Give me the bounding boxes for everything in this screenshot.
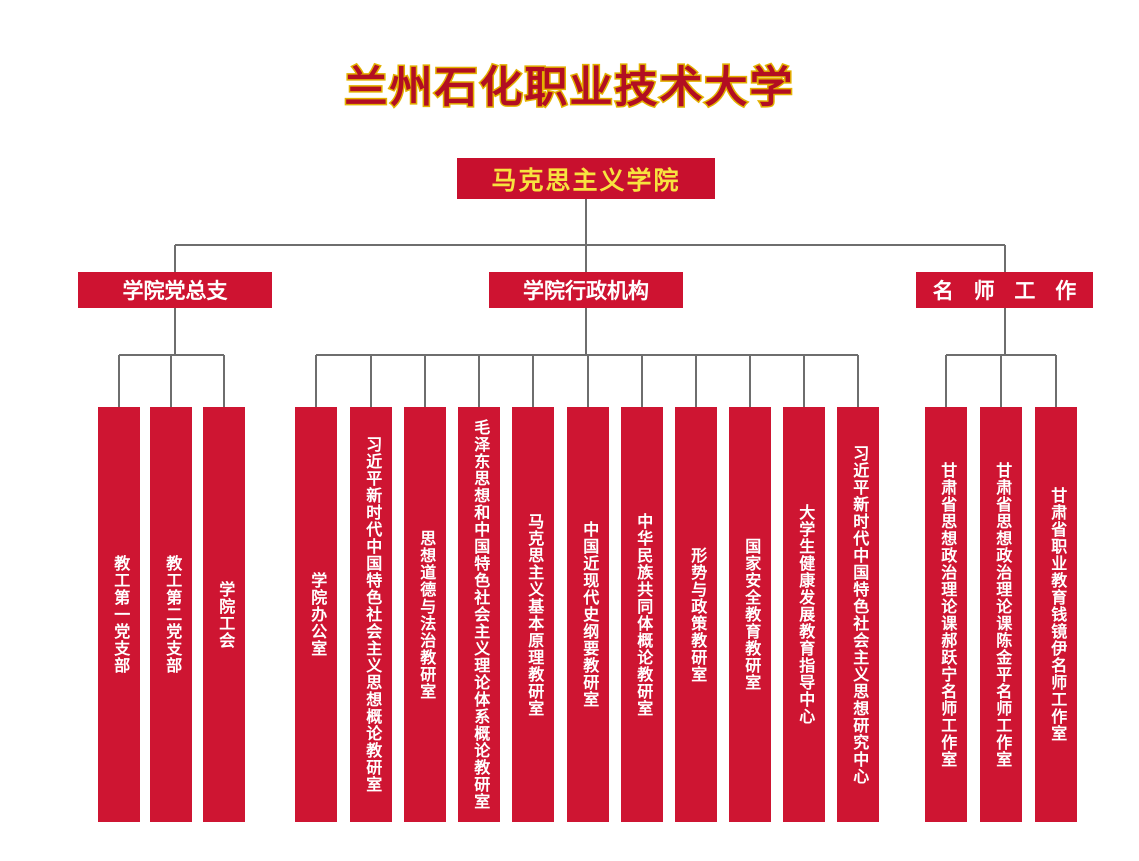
connector-vertical	[945, 355, 947, 407]
org-node-leaf[interactable]: 教工第二党支部	[150, 407, 192, 822]
org-node-leaf-label: 习近平新时代中国特色社会主义思想概论教研室	[363, 436, 381, 793]
org-node-leaf-label: 国家安全教育教研室	[742, 538, 760, 691]
connector-vertical	[585, 308, 587, 355]
connector-vertical	[223, 355, 225, 407]
connector-vertical	[1000, 355, 1002, 407]
org-node-leaf-label: 甘肃省思想政治理论课陈金平名师工作室	[993, 461, 1011, 768]
org-node-level2[interactable]: 名 师 工 作	[916, 272, 1093, 308]
org-node-root-label: 马克思主义学院	[491, 166, 681, 195]
org-node-leaf-label: 甘肃省思想政治理论课郝跃宁名师工作室	[938, 461, 956, 768]
connector-vertical	[424, 355, 426, 407]
org-node-leaf-label: 马克思主义基本原理教研室	[525, 512, 543, 717]
connector-vertical	[170, 355, 172, 407]
org-node-leaf[interactable]: 甘肃省职业教育钱镜伊名师工作室	[1035, 407, 1077, 822]
org-node-root[interactable]: 马克思主义学院	[457, 158, 715, 199]
org-node-level2[interactable]: 学院党总支	[78, 272, 272, 308]
org-node-leaf-label: 中华民族共同体概论教研室	[634, 512, 652, 717]
connector-vertical	[1055, 355, 1057, 407]
org-node-level2-label: 学院党总支	[122, 280, 228, 303]
org-node-leaf[interactable]: 学院办公室	[295, 407, 337, 822]
connector-vertical	[478, 355, 480, 407]
org-node-leaf-label: 中国近现代史纲要教研室	[580, 521, 598, 708]
connector-vertical	[315, 355, 317, 407]
org-node-leaf[interactable]: 习近平新时代中国特色社会主义思想研究中心	[837, 407, 879, 822]
connector-vertical	[695, 355, 697, 407]
org-node-leaf-label: 甘肃省职业教育钱镜伊名师工作室	[1048, 487, 1066, 742]
connector-vertical	[1003, 245, 1006, 272]
connector-vertical	[587, 355, 589, 407]
connector-vertical	[532, 355, 534, 407]
org-node-leaf-label: 毛泽东思想和中国特色社会主义理论体系概论教研室	[471, 419, 489, 810]
page-title: 兰州石化职业技术大学	[343, 62, 795, 113]
connector-vertical	[174, 308, 176, 355]
org-node-leaf[interactable]: 学院工会	[203, 407, 245, 822]
org-node-leaf-label: 学院工会	[216, 580, 234, 649]
org-node-level2[interactable]: 学院行政机构	[489, 272, 683, 308]
org-node-leaf[interactable]: 思想道德与法治教研室	[404, 407, 446, 822]
org-node-leaf[interactable]: 国家安全教育教研室	[729, 407, 771, 822]
connector-vertical	[857, 355, 859, 407]
org-node-leaf[interactable]: 毛泽东思想和中国特色社会主义理论体系概论教研室	[458, 407, 500, 822]
org-node-leaf-label: 习近平新时代中国特色社会主义思想研究中心	[850, 444, 868, 785]
connector-vertical	[118, 355, 120, 407]
org-node-leaf-label: 大学生健康发展教育指导中心	[796, 504, 814, 725]
org-node-leaf-label: 形势与政策教研室	[688, 546, 706, 683]
org-node-leaf[interactable]: 甘肃省思想政治理论课郝跃宁名师工作室	[925, 407, 967, 822]
connector-vertical	[370, 355, 372, 407]
org-node-leaf-label: 学院办公室	[308, 572, 326, 657]
org-node-leaf-label: 教工第二党支部	[163, 555, 181, 674]
connector-vertical	[641, 355, 643, 407]
connector-vertical	[585, 245, 587, 272]
connector-horizontal	[175, 244, 1005, 246]
org-node-leaf[interactable]: 中国近现代史纲要教研室	[567, 407, 609, 822]
org-node-leaf-label: 思想道德与法治教研室	[417, 529, 435, 700]
org-node-leaf[interactable]: 中华民族共同体概论教研室	[621, 407, 663, 822]
org-node-level2-label: 名 师 工 作	[932, 280, 1084, 303]
connector-vertical	[803, 355, 805, 407]
connector-vertical	[174, 245, 176, 272]
org-node-leaf[interactable]: 大学生健康发展教育指导中心	[783, 407, 825, 822]
org-node-leaf[interactable]: 习近平新时代中国特色社会主义思想概论教研室	[350, 407, 392, 822]
connector-vertical	[1003, 308, 1006, 355]
org-node-leaf[interactable]: 形势与政策教研室	[675, 407, 717, 822]
org-node-leaf-label: 教工第一党支部	[111, 555, 129, 674]
connector-vertical	[749, 355, 751, 407]
connector-vertical	[585, 199, 587, 245]
org-node-leaf[interactable]: 教工第一党支部	[98, 407, 140, 822]
org-node-level2-label: 学院行政机构	[523, 280, 649, 303]
org-node-leaf[interactable]: 马克思主义基本原理教研室	[512, 407, 554, 822]
org-node-leaf[interactable]: 甘肃省思想政治理论课陈金平名师工作室	[980, 407, 1022, 822]
